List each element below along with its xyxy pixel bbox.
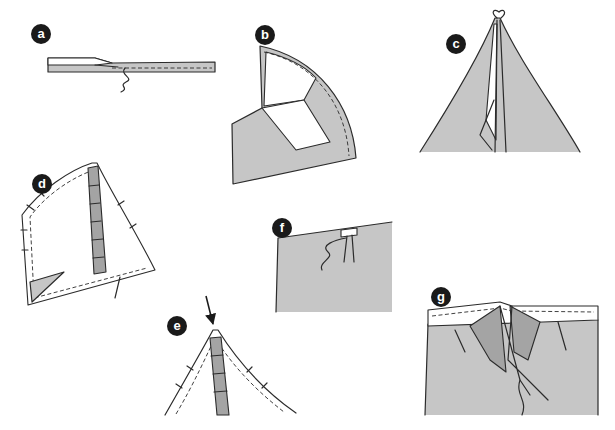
thread-knot: [493, 10, 504, 18]
thread-end: [115, 277, 120, 298]
fabric-piece: [22, 163, 155, 305]
piece-outline: [165, 330, 296, 415]
callout-letter: a: [31, 24, 51, 44]
strip-step-a: [48, 58, 215, 92]
callout-letter: e: [167, 316, 187, 336]
callout-letter: d: [32, 174, 52, 194]
fabric-piece: [420, 18, 580, 152]
facing-fold: [264, 52, 316, 106]
fold-edges: [500, 306, 548, 400]
piece-step-g: [425, 302, 598, 415]
piece-outline: [425, 320, 598, 415]
piece-step-c: [420, 10, 580, 152]
band-segments: [89, 185, 104, 258]
fabric-piece: [425, 320, 598, 415]
fabric-piece: [276, 222, 392, 312]
callout-letter: c: [446, 34, 466, 54]
seam-flap: [480, 100, 494, 150]
dart-lines: [455, 322, 566, 415]
fold-panel: [510, 306, 540, 360]
fold-line: [95, 65, 118, 67]
folded-strip: [48, 58, 215, 72]
fold-panel: [470, 306, 506, 372]
piece-outline: [276, 222, 392, 312]
bar-tack: [341, 228, 357, 237]
facing-fold: [262, 100, 330, 150]
stitch-line: [112, 68, 212, 69]
clip-marks: [21, 190, 136, 250]
callout-letter: b: [255, 25, 275, 45]
piece-step-b: [232, 46, 356, 184]
pointer-arrow: [206, 296, 213, 324]
band-segments: [211, 355, 227, 392]
tape-band: [88, 166, 106, 274]
callout-letter: f: [272, 218, 292, 238]
tape-band: [210, 337, 229, 415]
callout-letter: g: [431, 287, 451, 307]
piece-step-f: [276, 222, 392, 312]
corner-fold: [30, 272, 64, 302]
piece-outline: [420, 18, 580, 152]
stitch-line: [176, 338, 284, 414]
piece-step-e: [165, 296, 296, 415]
stitch-line: [264, 52, 349, 156]
thread: [121, 68, 129, 92]
fabric-piece: [232, 46, 356, 184]
clip-marks: [176, 366, 267, 388]
seam-line: [500, 20, 506, 152]
loose-thread: [321, 238, 346, 270]
seam-line: [495, 20, 497, 152]
strip-fold: [48, 58, 112, 65]
tack-thread: [344, 235, 354, 262]
piece-step-d: [21, 163, 155, 305]
